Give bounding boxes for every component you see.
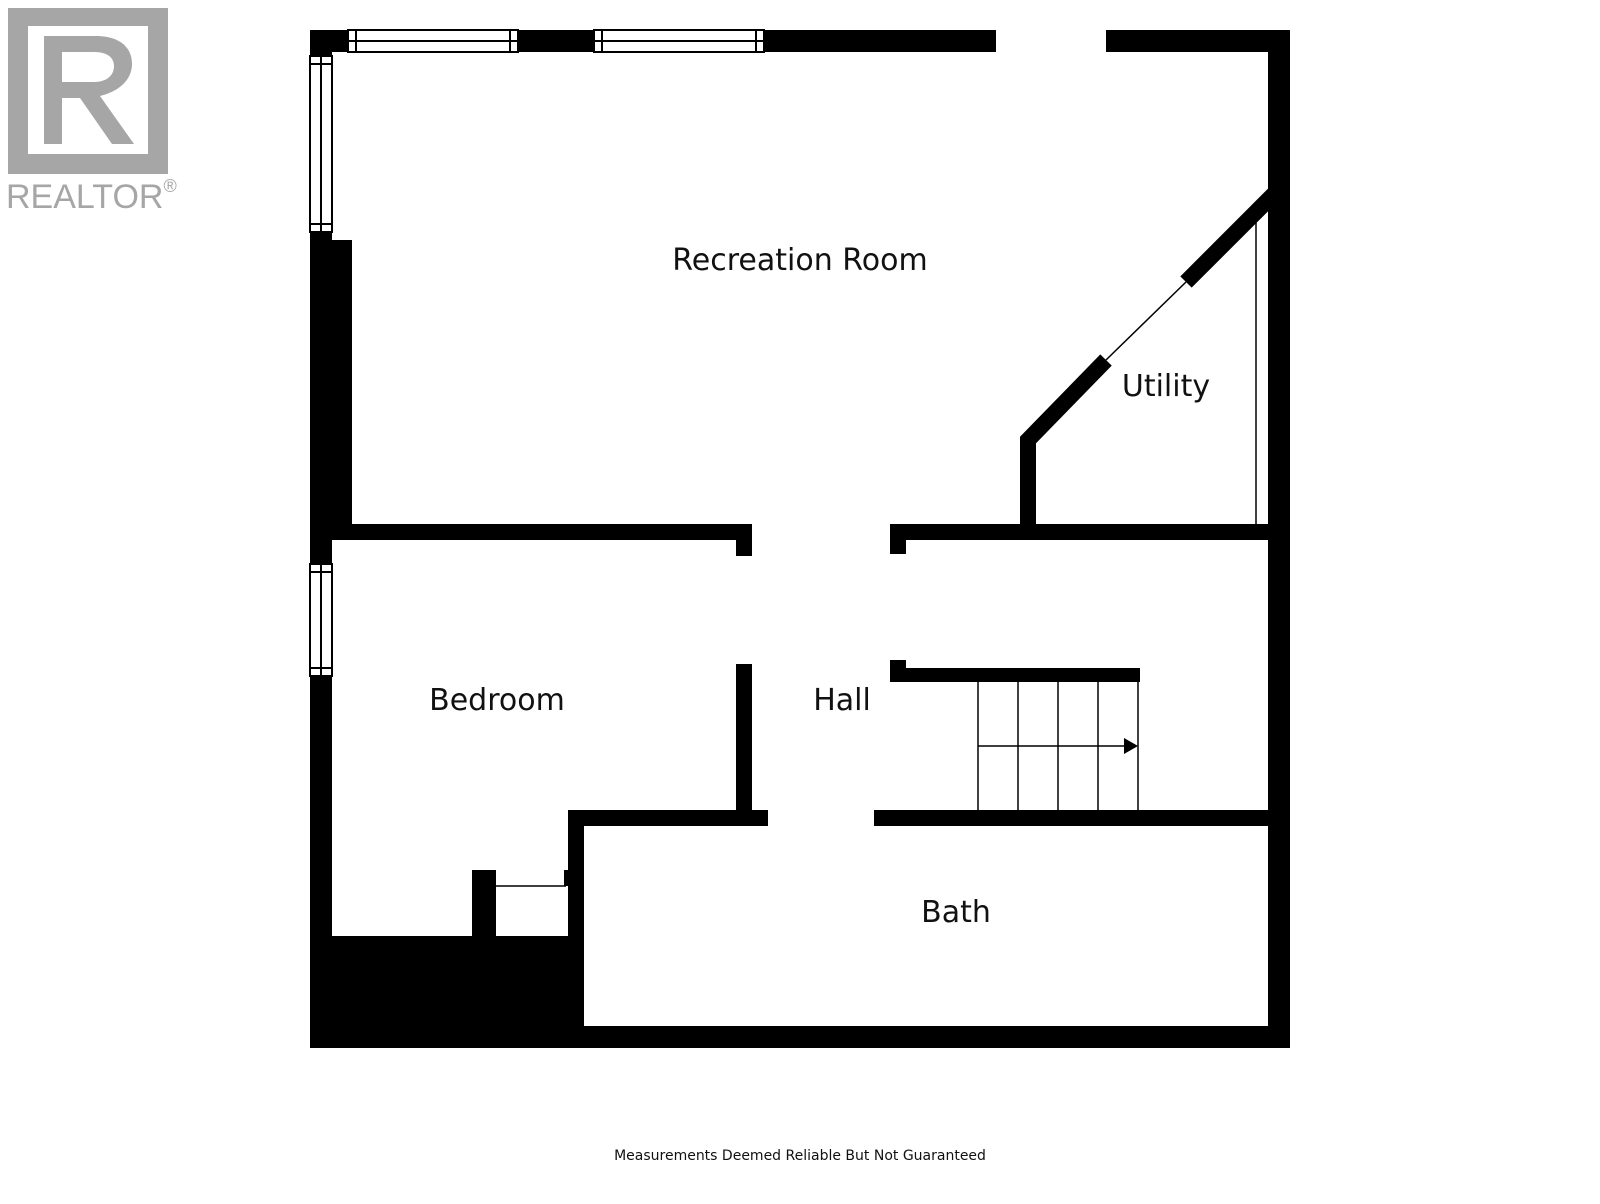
wall-left-thick xyxy=(310,240,352,535)
registered-mark: ® xyxy=(163,176,176,196)
lower-left-block xyxy=(310,936,582,1048)
wall-bath-top-right xyxy=(874,810,1268,826)
wall-bath-left xyxy=(568,810,584,1036)
openings xyxy=(309,29,1106,677)
realtor-wordmark-text: REALTOR xyxy=(6,178,163,216)
staircase xyxy=(977,682,1139,810)
measurements-disclaimer: Measurements Deemed Reliable But Not Gua… xyxy=(614,1148,986,1164)
wall-bedroom-right-lower xyxy=(736,664,752,826)
wall-right-room-left-upper xyxy=(890,524,906,554)
room-label-hall: Hall xyxy=(813,683,871,718)
window-top-1 xyxy=(347,29,519,53)
room-label-utility: Utility xyxy=(1122,369,1210,404)
window-left-2 xyxy=(309,563,333,677)
wall-closet-cap xyxy=(472,870,496,886)
window-top-2 xyxy=(593,29,765,53)
utility-walls xyxy=(1020,180,1288,534)
interior-walls xyxy=(332,524,1268,1036)
wall-bedroom-top xyxy=(332,524,752,540)
window-left-1 xyxy=(309,55,333,233)
door-opening-top xyxy=(996,30,1106,52)
stair-direction-arrow-icon xyxy=(1124,738,1138,754)
wall-bedroom-right-upper xyxy=(736,524,752,556)
wall-stair-top xyxy=(890,668,1140,682)
room-label-bedroom: Bedroom xyxy=(429,683,565,718)
realtor-r-logo-icon xyxy=(8,8,168,174)
wall-bath-top-left xyxy=(568,810,768,826)
room-label-recreation: Recreation Room xyxy=(672,243,927,278)
exterior-walls xyxy=(310,30,1290,1048)
wall-right-room-top xyxy=(890,524,1268,540)
realtor-wordmark: REALTOR® xyxy=(6,176,177,216)
wall-right xyxy=(1268,30,1290,1048)
room-label-bath: Bath xyxy=(921,895,991,930)
wall-closet-right-stub xyxy=(564,870,572,886)
